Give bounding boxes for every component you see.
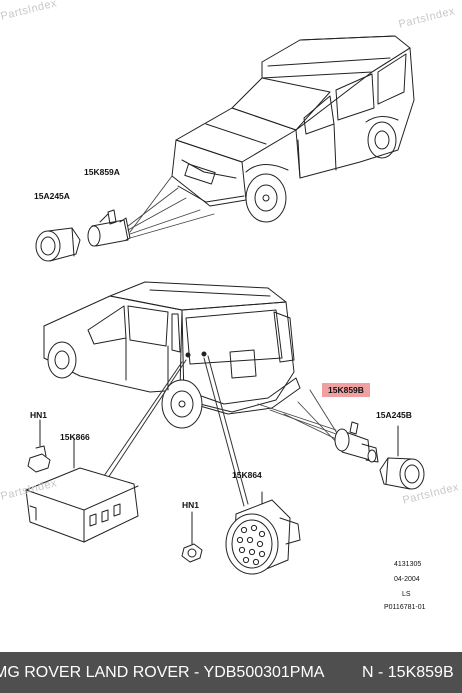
parking-aid-module [25,437,139,543]
footer-bar: MG ROVER LAND ROVER - YDB500301PMA N - 1… [0,652,462,693]
rear-parking-sensor [334,421,379,463]
illustration-code: LS [402,591,411,598]
nut-fastener-upper [27,419,51,473]
front-sensor-leader-lines [127,175,215,239]
label-nut-upper: HN1 [30,410,48,420]
front-sensor-bezel [35,227,81,262]
illustration-date: 04-2004 [394,576,420,583]
label-front-sensor: 15K859A [84,167,120,177]
rear-sensor-leader-lines [257,389,341,447]
parking-aid-sounder [225,491,301,575]
rear-vehicle-illustration [43,281,301,429]
label-rear-sensor-highlighted: 15K859B [322,383,370,397]
label-sounder: 15K864 [232,470,262,480]
front-parking-sensor [87,209,131,247]
wiring-harness-lines [103,355,249,507]
footer-left-text: MG ROVER LAND ROVER - YDB500301PMA [0,664,325,681]
footer-right-text: N - 15K859B [362,664,454,681]
rear-sensor-bezel [379,425,425,490]
label-module: 15K866 [60,432,90,442]
label-front-bezel: 15A245A [34,191,70,201]
label-rear-bezel: 15A245B [376,410,412,420]
parts-diagram [25,35,425,575]
label-nut-lower: HN1 [182,500,200,510]
front-vehicle-illustration [171,35,415,223]
nut-fastener-lower [181,511,203,563]
illustration-number: 4131305 [394,561,422,568]
illustration-ref: P0116781-01 [384,604,426,611]
